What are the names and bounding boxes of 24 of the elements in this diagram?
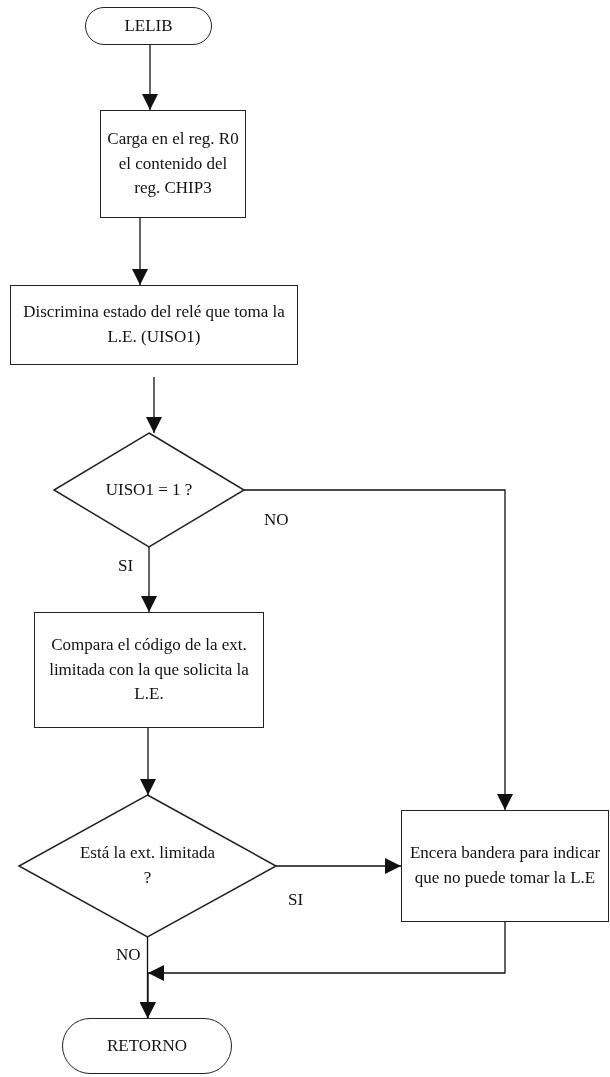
arrow xyxy=(140,921,506,1019)
decision-diamond xyxy=(19,795,276,937)
arrow xyxy=(146,376,162,434)
node-text: RETORNO xyxy=(106,1034,188,1057)
process-box xyxy=(34,612,264,728)
node-text: Compara el código de la ext. limitada con la que solicita la L.E. xyxy=(48,634,250,706)
terminal-shape xyxy=(62,1018,232,1074)
arrow xyxy=(275,858,402,874)
arrow xyxy=(140,727,156,796)
node-text: Está la ext. limitada ? xyxy=(79,842,216,889)
node-text: UISO1 = 1 ? xyxy=(104,478,194,501)
decision-diamond xyxy=(54,433,244,547)
arrow xyxy=(142,44,158,111)
node-text: LELIB xyxy=(123,14,174,37)
arrow xyxy=(141,546,157,613)
node-text: Encera bandera para indicar que no puede tomar la L.E xyxy=(408,842,602,889)
arrow xyxy=(243,489,513,811)
arrow xyxy=(132,217,148,286)
process-box xyxy=(10,285,298,365)
node-text: Discrimina estado del relé que toma la L.E. (UISO1) xyxy=(22,301,286,348)
terminal-shape xyxy=(85,7,212,45)
process-box xyxy=(100,110,246,218)
node-text: Carga en el reg. R0 el contenido del reg. CHIP3 xyxy=(106,128,240,200)
process-box xyxy=(401,810,609,922)
